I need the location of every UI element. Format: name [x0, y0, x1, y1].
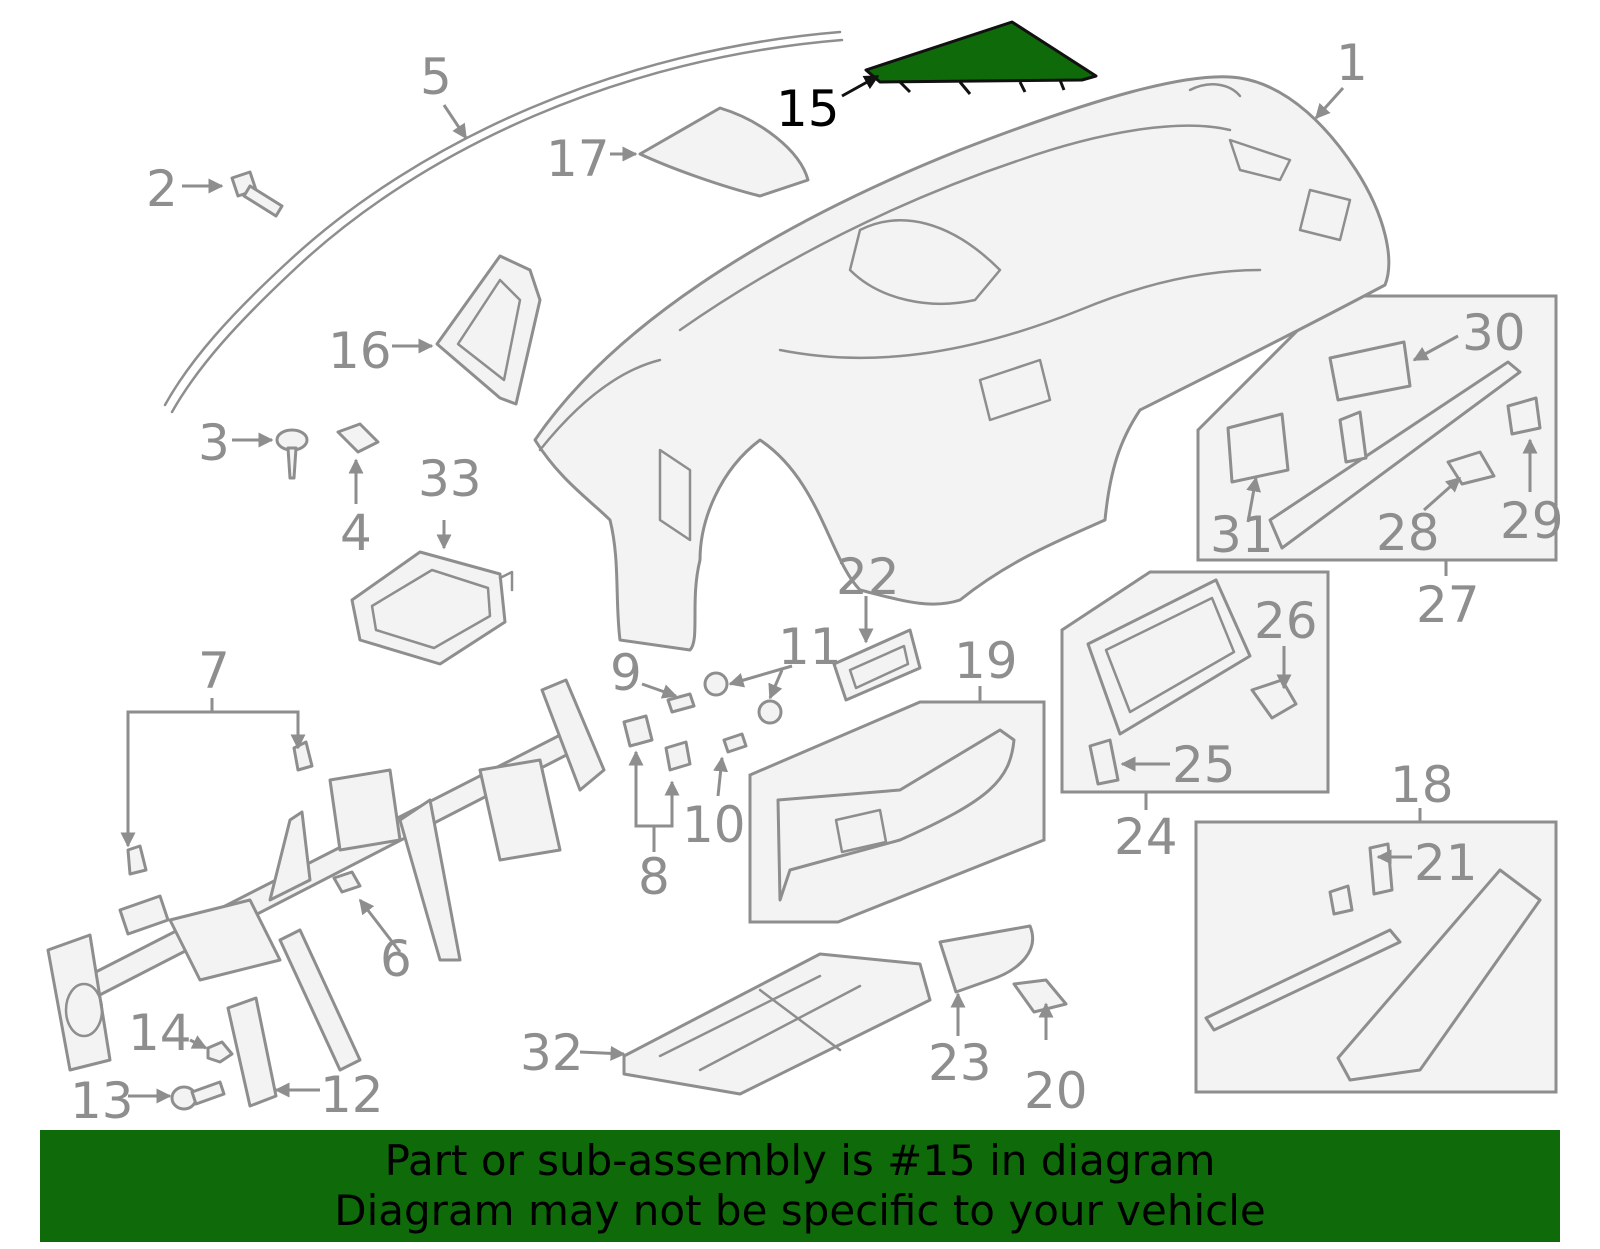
callout-16: 16 [328, 322, 392, 380]
callout-23: 23 [928, 1034, 992, 1092]
airbag-module [350, 550, 514, 666]
callout-5: 5 [420, 48, 452, 106]
callout-19: 19 [954, 632, 1018, 690]
lower-trim-panel [776, 728, 1016, 902]
leader-lines [120, 74, 1538, 1104]
callout-31: 31 [1210, 506, 1274, 564]
bolt-2 [230, 170, 284, 218]
clip-nut-4 [336, 422, 380, 454]
callout-10: 10 [682, 796, 746, 854]
display-frame [1086, 578, 1298, 786]
clip-20 [1012, 978, 1068, 1014]
screw-3 [275, 428, 309, 480]
bracket-23 [938, 924, 1035, 994]
switch-bezel [832, 628, 922, 702]
fastener-set [622, 671, 783, 772]
nut-14 [206, 1040, 234, 1064]
callout-25: 25 [1172, 736, 1236, 794]
speaker-grille [638, 106, 810, 198]
clip-6 [332, 870, 362, 894]
callout-9: 9 [610, 644, 642, 702]
callout-20: 20 [1024, 1062, 1088, 1120]
callout-3: 3 [198, 414, 230, 472]
callout-21: 21 [1414, 834, 1478, 892]
callout-12: 12 [320, 1066, 384, 1124]
callout-11: 11 [778, 618, 842, 676]
callout-2: 2 [146, 160, 178, 218]
callout-17: 17 [546, 130, 610, 188]
callout-4: 4 [340, 504, 372, 562]
banner-line-2: Diagram may not be specific to your vehi… [334, 1186, 1266, 1235]
callout-1: 1 [1336, 34, 1368, 92]
callout-6: 6 [380, 930, 412, 988]
instrument-panel [533, 75, 1391, 652]
part-15-highlighted [864, 20, 1098, 95]
callout-29: 29 [1500, 492, 1564, 550]
callout-24: 24 [1114, 808, 1178, 866]
bolt-13 [170, 1080, 226, 1111]
callout-14: 14 [128, 1004, 192, 1062]
callout-32: 32 [520, 1024, 584, 1082]
callout-27: 27 [1416, 576, 1480, 634]
trim-strip [163, 30, 844, 414]
callout-26: 26 [1254, 592, 1318, 650]
callout-15-highlighted: 15 [776, 80, 840, 138]
group-box-18 [1194, 820, 1558, 1094]
callout-30: 30 [1462, 304, 1526, 362]
callout-22: 22 [836, 548, 900, 606]
vent-assembly [1226, 340, 1542, 550]
callout-7: 7 [198, 642, 230, 700]
banner-line-1: Part or sub-assembly is #15 in diagram [384, 1136, 1216, 1185]
under-tray [622, 952, 932, 1096]
info-banner: Part or sub-assembly is #15 in diagram D… [40, 1130, 1560, 1242]
bracket-12 [226, 996, 278, 1108]
callout-18: 18 [1390, 756, 1454, 814]
callout-labels: 1 2 3 4 5 6 7 8 9 10 11 12 13 14 15 16 1… [70, 34, 1564, 1130]
callout-28: 28 [1376, 504, 1440, 562]
callout-8: 8 [638, 848, 670, 906]
cross-car-beam [46, 678, 606, 1072]
callout-33: 33 [418, 450, 482, 508]
callout-13: 13 [70, 1072, 134, 1130]
side-trim-panel [435, 254, 542, 406]
